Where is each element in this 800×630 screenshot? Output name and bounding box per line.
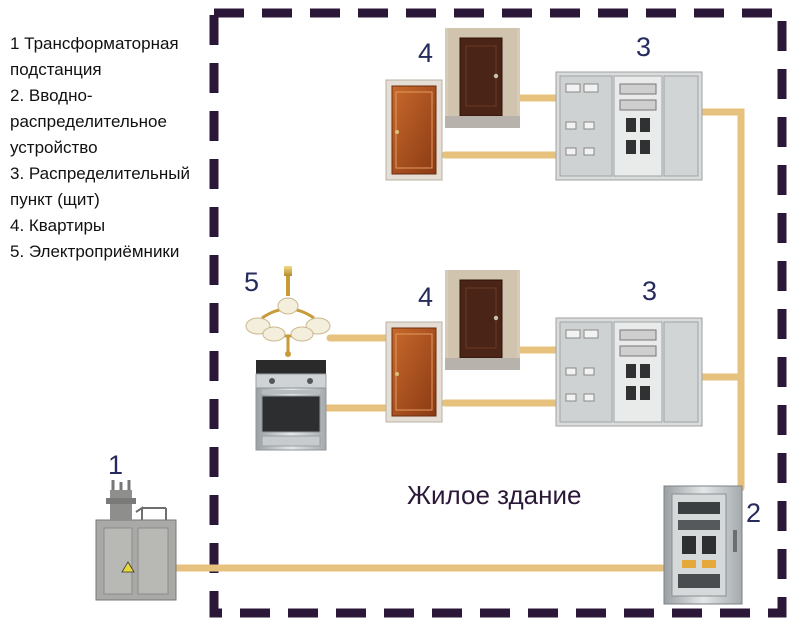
input-distribution-cabinet [663,485,743,605]
chandelier [245,266,331,357]
distribution-panel-upper [555,71,703,181]
building-border [209,8,787,618]
marker-input-device: 2 [746,498,761,528]
legend-line: пункт (щит) [10,190,100,209]
distribution-panel-lower [555,317,703,427]
apartment-doors-upper [385,28,520,181]
building-label: Жилое здание [407,480,581,510]
marker-consumers: 5 [244,267,259,297]
marker-apartment-upper: 4 [418,38,433,68]
electric-stove [255,360,327,451]
apartment-doors-lower [385,270,520,423]
legend-line: распределительное [10,112,167,131]
marker-transformer: 1 [108,450,123,480]
legend-line: 2. Вводно- [10,86,93,105]
wires [166,94,745,572]
legend-line: 4. Квартиры [10,216,106,235]
marker-panel-lower: 3 [642,276,657,306]
legend-line: подстанция [10,60,102,79]
legend-line: 3. Распределительный [10,164,190,183]
legend-line: 5. Электроприёмники [10,242,180,261]
legend-line: устройство [10,138,98,157]
transformer-substation [95,480,177,601]
marker-panel-upper: 3 [636,32,651,62]
marker-apartment-lower: 4 [418,282,433,312]
legend: 1 Трансформаторная подстанция 2. Вводно-… [10,31,210,265]
legend-line: 1 Трансформаторная [10,34,179,53]
